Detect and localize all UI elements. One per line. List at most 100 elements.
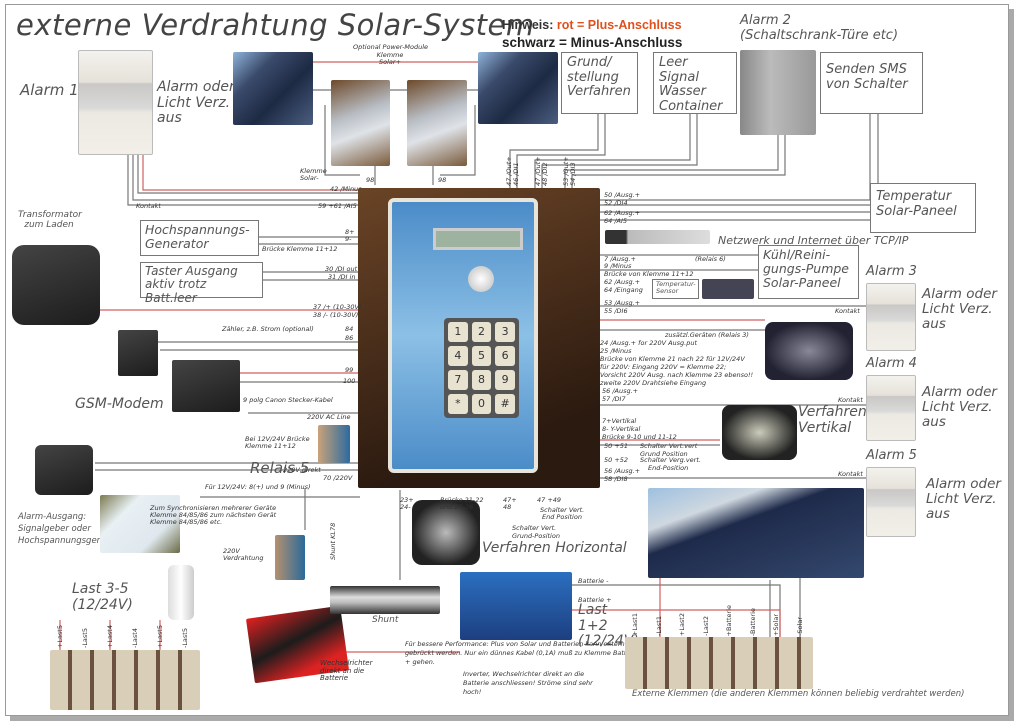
keypad-key[interactable]: 1 [448,322,468,342]
last35-label: Last 3-5 (12/24V) [72,581,133,613]
label-r58: 58 /DI8 [604,475,628,483]
keypad-key[interactable]: 7 [448,370,468,390]
label-kontakt3: Kontakt [835,307,860,315]
network-cable-image [605,230,710,244]
legend-minus: schwarz = Minus-Anschluss [502,35,683,50]
label-ac: 220V AC Line [307,413,351,421]
label-relais6: (Relais 6) [695,255,726,263]
alarm2-title: Alarm 2 [740,13,791,28]
hochspannungs-generator-box: Hochspannungs-Generator [140,220,259,256]
label-sv2: Schalter Verg.vert. [640,456,701,464]
keypad-key[interactable]: 4 [448,346,468,366]
label-br2122: Brücke 21-22 und 25-26 [440,496,484,512]
label-shunt-kl: Shunt KL78 [329,522,337,560]
terminal-label: -Solar [795,617,804,636]
label-kontakt: Kontakt [136,202,161,210]
label-r56b: 56 /Ausg.+ [604,467,641,475]
grund-stellung-box: Grund/ stellung Verfahren [561,52,638,114]
label-grundpos: Grund-Position [512,532,560,540]
label-d2: 47 /Out+ 48 /DI2 [534,156,550,186]
pump-image [765,322,853,380]
label-bruecke1112: Brücke von Klemme 11+12 [604,270,694,278]
terminal-label: +Last4 [106,624,114,648]
label-br220: für 220V: Eingang 220V = Klemme 22; [600,363,727,371]
optional-module-label: Optional Power-Module [353,43,429,51]
shunt-image [330,586,440,614]
label-r64b: 64 /Eingang [604,286,643,294]
keypad-key[interactable]: 3 [495,322,515,342]
solar-panel-image [233,52,313,125]
label-vorsicht: Vorsicht 220V Ausg. nach Klemme 23 ebens… [600,371,754,379]
label-endpos: End Position [542,513,582,521]
klemme-solar-plus: Klemme Solar+ [376,51,404,67]
terminal-label: -Last2 [701,615,710,636]
label-relais3: zusätzl.Geräten (Relais 3) [665,331,749,339]
alarm3-label: Alarm 3 [866,264,917,279]
terminal-block-left [50,650,200,710]
page-title: externe Verdrahtung Solar-System [16,8,535,42]
label-canon: 9 polg Canon Stecker-Kabel [243,396,333,404]
label-br21: Brücke von Klemme 21 nach 22 für 12V/24V [600,355,745,363]
label-220v: 220V Verdrahtung [223,547,264,563]
label-vminus: 8- Y-Vertikal [602,425,641,433]
label-s5052: 50 +52 [604,456,629,464]
lcd-display [433,228,523,250]
sms-box: Senden SMS von Schalter [820,52,923,114]
test-device-image [100,495,180,553]
label-r56: 56 /Ausg.+ [602,387,639,395]
power-module-image [407,80,467,166]
label-h23: 23+ 24- [400,496,414,512]
label-d1: 47 /Out+ 46 /DI1 [505,156,521,186]
label-r62b: 62 /Ausg.+ [604,278,641,286]
alarm3-sensor-image [866,283,916,351]
label-h47: 47+ 48 [503,496,517,512]
terminal-label: -Last5 [81,627,89,648]
alarm1-desc: Alarm oder Licht Verz. aus [157,79,235,127]
keypad-key[interactable]: 8 [471,370,492,390]
large-solar-panel-image [648,488,864,578]
vertikal-label: Verfahren Vertikal [798,404,867,436]
color-legend: Hinweis: rot = Plus-Anschluss schwarz = … [502,17,682,51]
legend-plus: rot = Plus-Anschluss [556,18,682,32]
legend-prefix: Hinweis: [502,18,557,32]
batt-minus-label: Batterie - [578,577,609,585]
externe-klemmen-label: Externe Klemmen (die anderen Klemmen kön… [632,689,965,699]
inverter-label: Wechselrichter direkt an die Batterie [320,659,373,683]
label-100: 100 [343,377,356,385]
alarm5-sensor-image [866,467,916,537]
keypad-key[interactable]: 9 [495,370,515,390]
keypad-key[interactable]: 6 [495,346,515,366]
kuehl-pumpe-box: Kühl/Reini-gungs-Pumpe Solar-Paneel [758,245,859,299]
keypad-key[interactable]: * [448,394,468,414]
terminal-label: +Solar [772,613,780,636]
label-br910: Brücke 9-10 und 11-12 [602,433,677,441]
label-70: 70 /220V [323,474,353,482]
power-module-image [331,80,390,166]
rotary-knob[interactable] [468,266,494,292]
label-ep: End-Position [648,464,689,472]
label-r24: 24 /Ausg.+ for 220V Ausg.put [600,339,698,347]
label-98: 98 [366,176,375,184]
label-h4749: 47 +49 [537,496,562,504]
terminal-labels-left: +Last5-Last5+Last4-Last4+Last5-Last5 [50,620,200,650]
keypad-key[interactable]: 5 [471,346,492,366]
inverter-warning: Inverter, Wechselrichter direkt an die B… [463,670,593,697]
label-s5051: 50 +51 [604,442,629,450]
label-r55: 55 /DI6 [604,307,628,315]
pump-small-image [702,279,754,299]
leer-signal-box: Leer Signal Wasser Container [653,52,737,114]
keypad-key[interactable]: 2 [471,322,492,342]
label-fuer12: Für 12V/24V: 8(+) und 9 (Minus) [205,483,311,491]
alarm2-sub: (Schaltschrank-Türe etc) [740,27,899,43]
alarm5-label: Alarm 5 [866,448,917,463]
keypad-key[interactable]: # [495,394,515,414]
label-v-minus: 38 /- (10-30V) [313,311,359,319]
keypad-key[interactable]: 0 [471,394,492,414]
label-direkt: 220V direkt [283,466,321,474]
alarm1-label: Alarm 1 [20,81,79,99]
shunt-label: Shunt [372,615,399,625]
label-9minus: 9- [345,235,352,243]
label-r50: 50 /Ausg.+ [604,191,641,199]
